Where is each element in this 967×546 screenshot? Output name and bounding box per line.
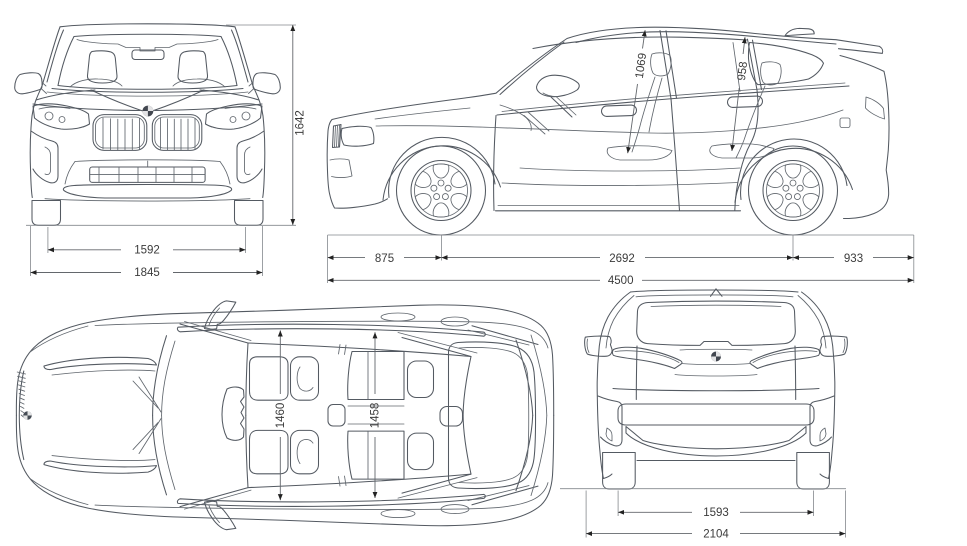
svg-text:2692: 2692: [609, 253, 635, 265]
svg-text:1460: 1460: [275, 403, 287, 429]
svg-text:933: 933: [844, 253, 863, 265]
svg-text:1458: 1458: [370, 403, 382, 429]
svg-text:1069: 1069: [634, 52, 649, 79]
svg-text:2104: 2104: [703, 528, 729, 540]
svg-text:1592: 1592: [134, 245, 160, 257]
svg-text:1642: 1642: [295, 110, 307, 136]
svg-text:1845: 1845: [134, 267, 160, 279]
svg-text:958: 958: [736, 61, 750, 82]
svg-text:4500: 4500: [608, 275, 634, 287]
svg-text:1593: 1593: [703, 507, 729, 519]
svg-text:875: 875: [375, 253, 394, 265]
